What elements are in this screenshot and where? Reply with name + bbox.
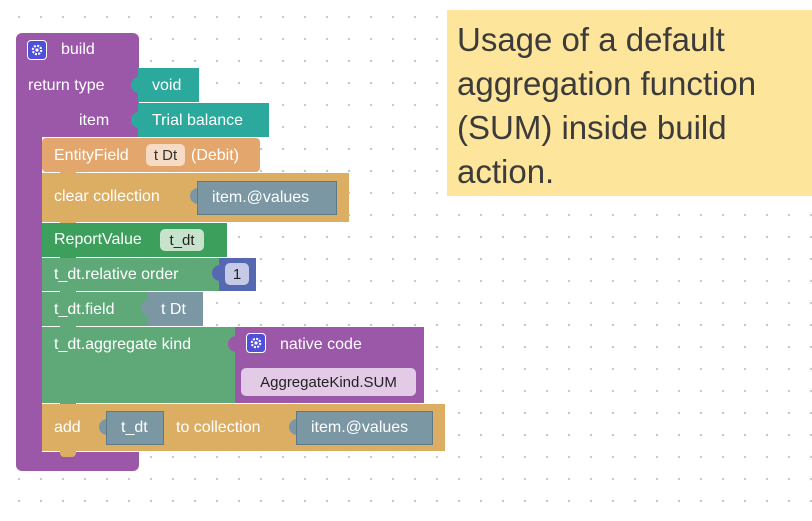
clear-collection-label: clear collection: [54, 188, 160, 205]
native-code-value[interactable]: AggregateKind.SUM: [241, 368, 416, 396]
add-label: add: [54, 419, 81, 436]
note-line: action.: [457, 153, 555, 190]
build-title: build: [61, 41, 95, 58]
field-value: t Dt: [161, 301, 186, 318]
field-connector: [141, 300, 149, 316]
add-collection-input[interactable]: item.@values: [296, 411, 433, 445]
add-var-connector: [99, 419, 107, 435]
add-tab: [60, 451, 76, 457]
annotation-note: Usage of a default aggregation function …: [447, 10, 812, 196]
entity-field-chip[interactable]: t Dt: [146, 144, 185, 166]
note-line: Usage of a default: [457, 21, 725, 58]
return-type-connector: [131, 77, 139, 93]
relative-order-label: t_dt.relative order: [54, 266, 179, 283]
field-label: t_dt.field: [54, 301, 115, 318]
add-collection-value: item.@values: [311, 419, 409, 436]
item-label: item: [79, 112, 110, 129]
add-to-collection-label: to collection: [176, 419, 261, 436]
native-code-connector: [228, 336, 236, 352]
add-collection-connector: [289, 419, 297, 435]
build-block-spine: [16, 136, 42, 458]
aggregate-kind-block[interactable]: [42, 327, 235, 403]
note-line: (SUM) inside build: [457, 109, 727, 146]
note-line: aggregation function: [457, 65, 757, 102]
clear-collection-value: item.@values: [212, 189, 310, 206]
relative-order-value[interactable]: 1: [225, 263, 249, 285]
return-type-value: void: [152, 77, 182, 94]
item-input[interactable]: [138, 103, 269, 137]
item-connector: [131, 112, 139, 128]
return-type-input[interactable]: [138, 68, 199, 102]
report-value-label: ReportValue: [54, 231, 142, 248]
report-value-var-chip[interactable]: t_dt: [160, 229, 204, 251]
clear-collection-connector: [190, 188, 198, 204]
clear-collection-input[interactable]: item.@values: [197, 181, 337, 215]
aggregate-kind-label: t_dt.aggregate kind: [54, 336, 191, 353]
entity-field-label: EntityField: [54, 147, 129, 164]
native-code-gear-icon[interactable]: [246, 333, 266, 353]
native-code-label: native code: [280, 336, 362, 353]
build-block-footer: [16, 452, 139, 471]
settings-gear-icon[interactable]: [27, 40, 47, 60]
field-input[interactable]: [148, 292, 203, 326]
relative-order-connector: [212, 265, 220, 281]
add-var-value: t_dt: [121, 419, 148, 436]
item-value: Trial balance: [152, 112, 244, 129]
return-type-label: return type: [28, 77, 105, 94]
entity-field-suffix: (Debit): [191, 147, 240, 164]
add-var-input[interactable]: t_dt: [106, 411, 164, 445]
